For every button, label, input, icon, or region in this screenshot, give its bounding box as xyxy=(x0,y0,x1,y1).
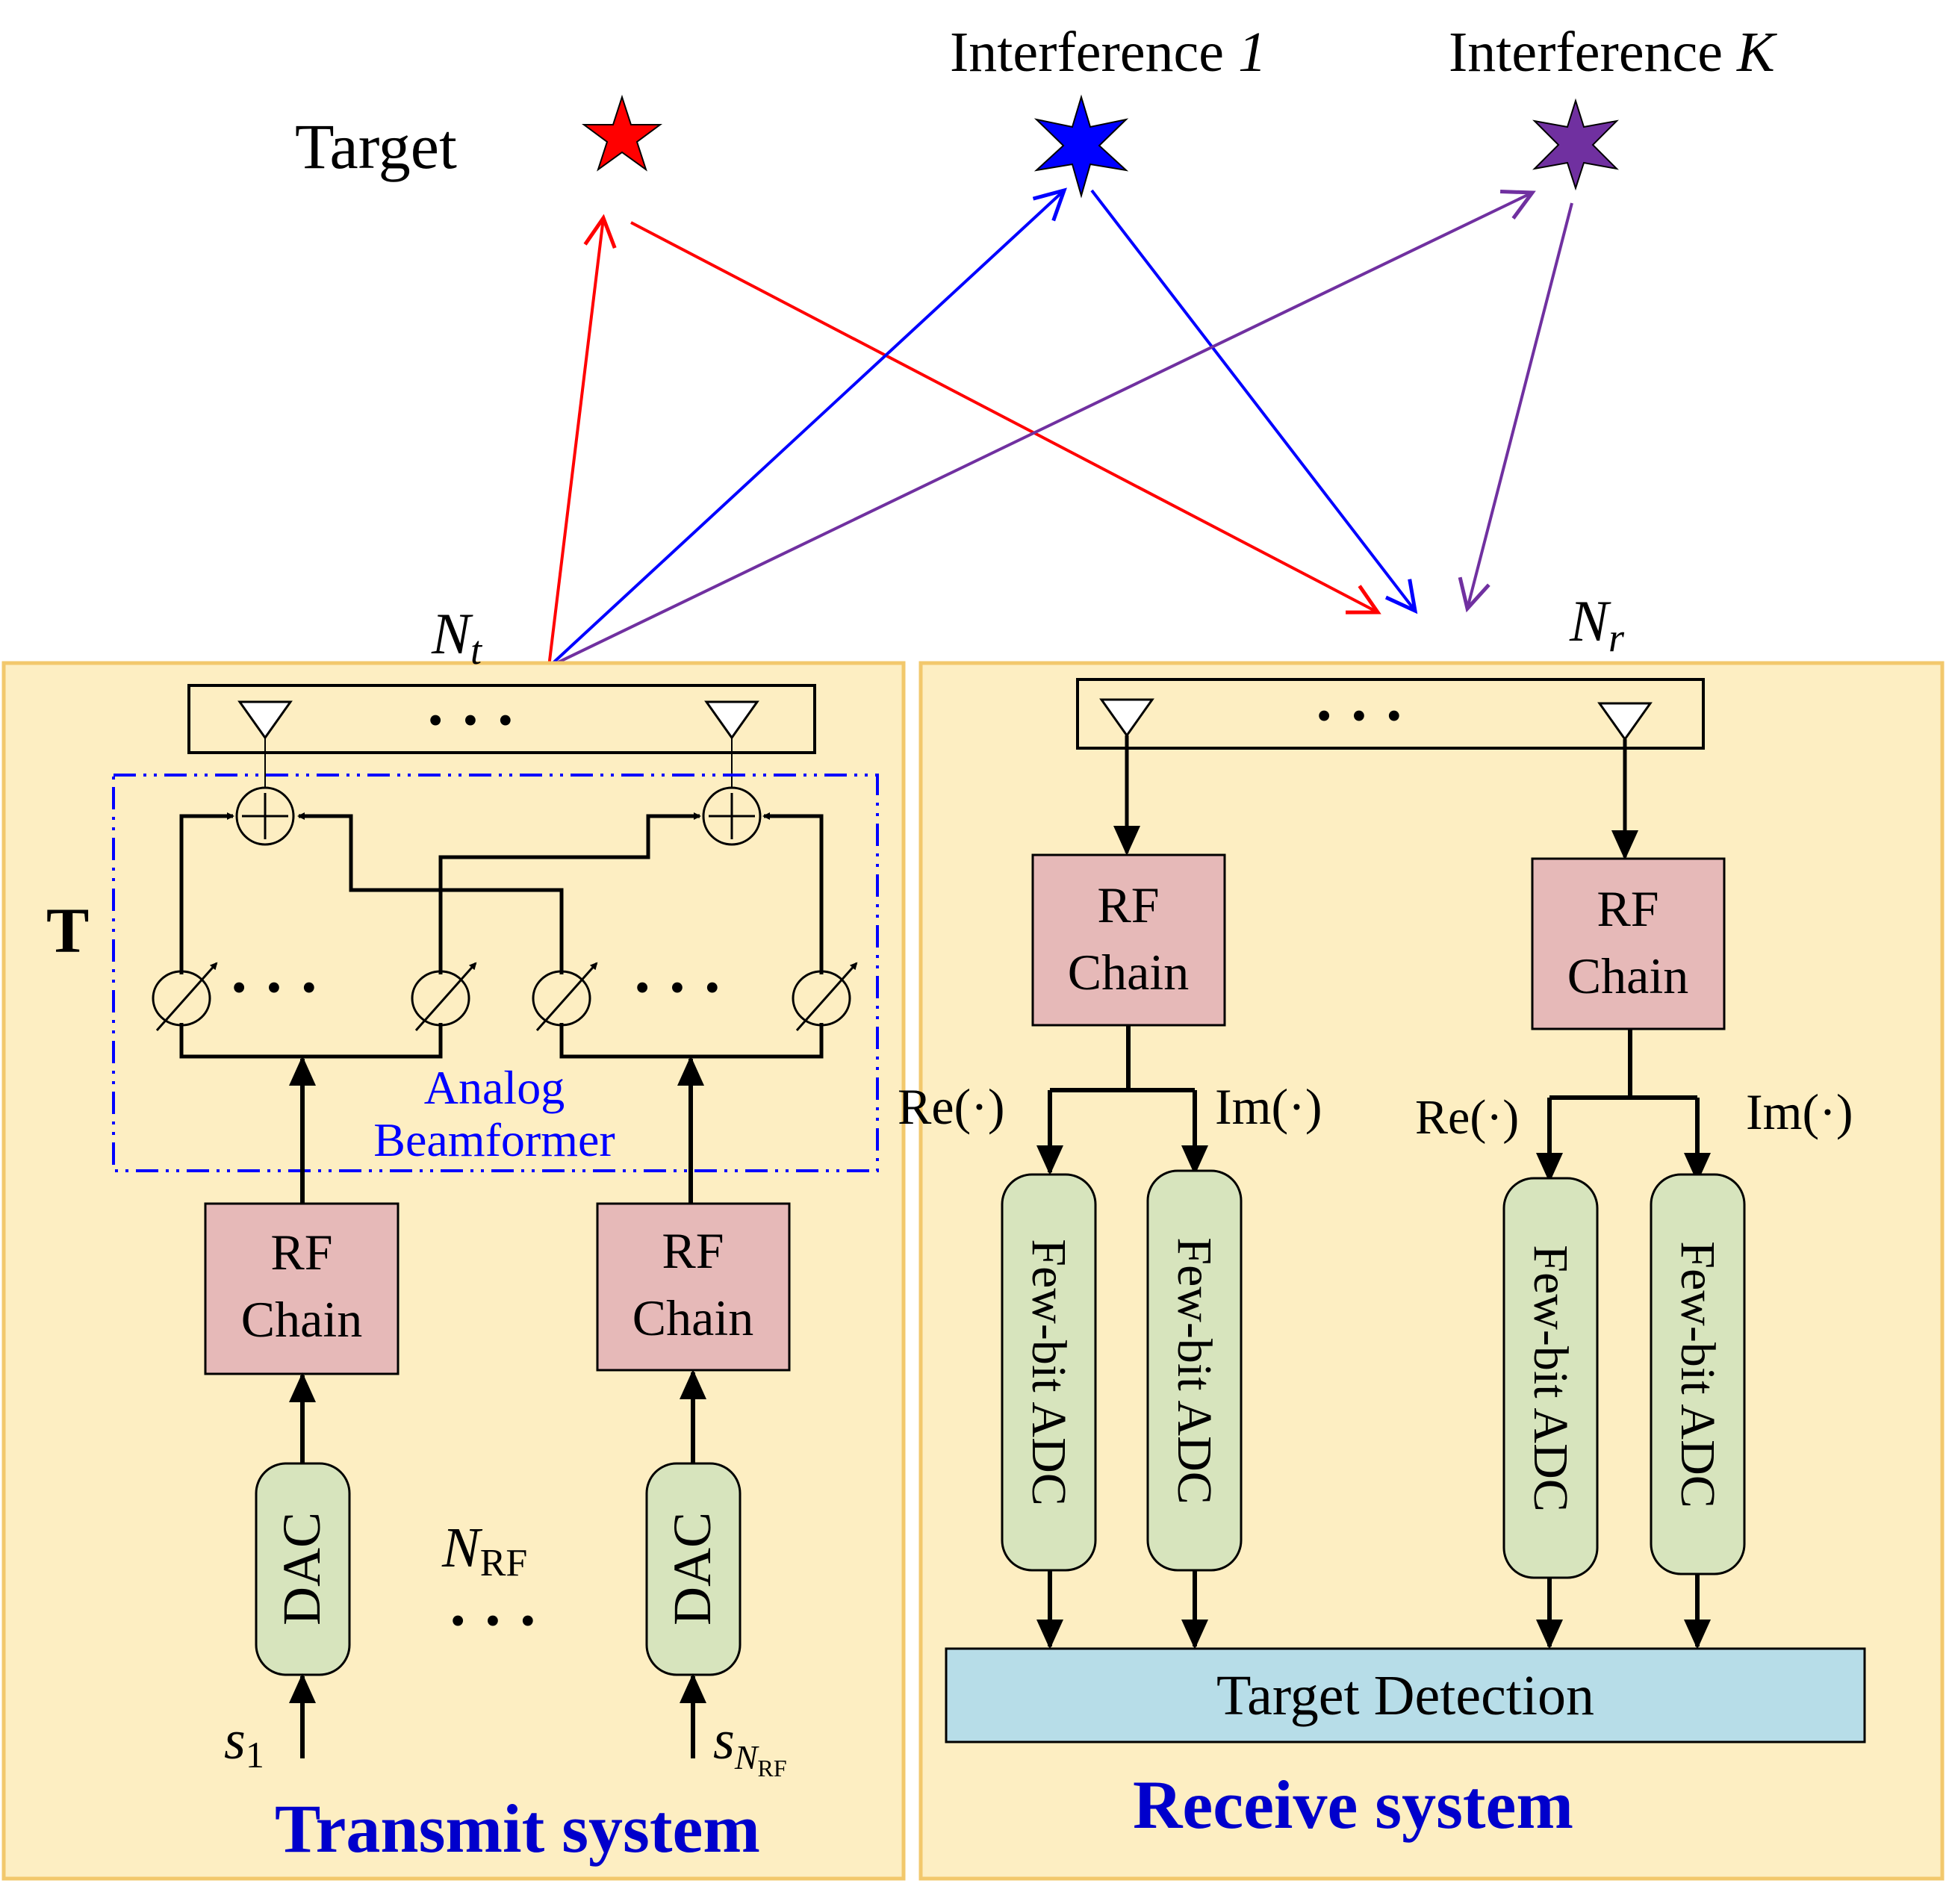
phase-shifter-2-icon xyxy=(411,962,477,1031)
interference-k-label: Interference K xyxy=(1449,21,1777,84)
interference-1-star-icon xyxy=(1033,94,1129,199)
adc-1-label: Few-bit ADC xyxy=(1022,1239,1076,1506)
adc-3-label: Few-bit ADC xyxy=(1523,1245,1578,1512)
rx-antenna-ellipsis: • • • xyxy=(1316,691,1406,740)
tx-rf-chain-1-label-1: RF xyxy=(270,1224,332,1281)
rx-rf-chain-1-label-2: Chain xyxy=(1068,944,1189,1001)
tx-rf-chain-2-label-2: Chain xyxy=(632,1289,753,1346)
tx-antenna-count-label: Nt xyxy=(431,601,483,673)
target-to-rx-arrow xyxy=(630,221,1381,615)
rx-split-wiring-1 xyxy=(1036,1025,1208,1175)
target-star-icon xyxy=(581,94,663,172)
rx-rf-chain-2-label-1: RF xyxy=(1597,880,1659,937)
tx-to-interference-k-arrow xyxy=(548,189,1536,668)
analog-beamformer-label-1: Analog xyxy=(424,1061,565,1114)
tx-rf-chain-2 xyxy=(596,1202,791,1372)
tx-antenna-array xyxy=(187,684,816,754)
rx-rf-chain-2-label-2: Chain xyxy=(1567,948,1688,1004)
phase-shifter-ellipsis-2: • • • xyxy=(635,963,724,1012)
rx-antenna-count-label: Nr xyxy=(1569,588,1625,660)
rx-antenna-n-icon xyxy=(1597,702,1653,741)
interference-k-to-rx-arrow xyxy=(1458,202,1573,613)
rx-rf-chain-1 xyxy=(1031,853,1226,1027)
rx2-re-label: Re(·) xyxy=(1415,1090,1519,1145)
rx-rf-chain-2 xyxy=(1531,857,1726,1030)
receive-system-title: Receive system xyxy=(1133,1767,1573,1843)
target-detection-block xyxy=(945,1647,1866,1743)
transmit-system-title: Transmit system xyxy=(275,1791,760,1867)
rx2-im-label: Im(·) xyxy=(1746,1083,1853,1140)
tx-antenna-ellipsis: • • • xyxy=(428,696,517,744)
combiner-n-icon xyxy=(702,786,762,846)
target-label: Target xyxy=(295,111,457,182)
dac-2-label: DAC xyxy=(662,1512,722,1625)
rx1-re-label: Re(·) xyxy=(898,1078,1004,1135)
sn-label: sNRF xyxy=(713,1710,787,1782)
dac-ellipsis: • • • xyxy=(450,1596,540,1645)
adc-2-label: Few-bit ADC xyxy=(1167,1237,1222,1505)
combiner-1-icon xyxy=(235,786,295,846)
tx-rf-chain-1 xyxy=(204,1202,400,1375)
interference-1-label: Interference 1 xyxy=(950,21,1266,84)
phase-shifter-ellipsis-1: • • • xyxy=(231,963,321,1012)
tx-rf-chain-1-label-2: Chain xyxy=(241,1291,362,1348)
tx-rf-chain-2-label-1: RF xyxy=(662,1222,724,1279)
analog-beamformer-label-2: Beamformer xyxy=(373,1113,615,1166)
dac-1-label: DAC xyxy=(272,1512,332,1625)
phase-shifter-4-icon xyxy=(792,962,858,1031)
tx-to-interference-1-arrow xyxy=(547,187,1067,668)
nrf-label: NRF xyxy=(441,1516,527,1584)
tx-to-target-arrow xyxy=(547,214,617,668)
rx1-im-label: Im(·) xyxy=(1215,1078,1322,1135)
target-detection-label: Target Detection xyxy=(1216,1664,1594,1727)
rx-antenna-array xyxy=(1076,678,1705,750)
rx-antenna-1-icon xyxy=(1099,698,1154,738)
interference-1-to-rx-arrow xyxy=(1090,189,1418,615)
phase-shifter-3-icon xyxy=(532,962,598,1031)
adc-4-label: Few-bit ADC xyxy=(1670,1241,1725,1508)
rx-rf-chain-1-label-1: RF xyxy=(1097,877,1159,933)
tx-antenna-1-icon xyxy=(237,700,293,740)
beamformer-matrix-label: T xyxy=(46,895,89,966)
s1-label: s1 xyxy=(224,1710,264,1776)
tx-antenna-n-icon xyxy=(704,700,759,740)
analog-beamformer-region xyxy=(112,774,879,1172)
rx-split-wiring-2 xyxy=(1536,1029,1711,1183)
phase-shifter-1-icon xyxy=(152,962,218,1031)
interference-k-star-icon xyxy=(1532,98,1619,191)
